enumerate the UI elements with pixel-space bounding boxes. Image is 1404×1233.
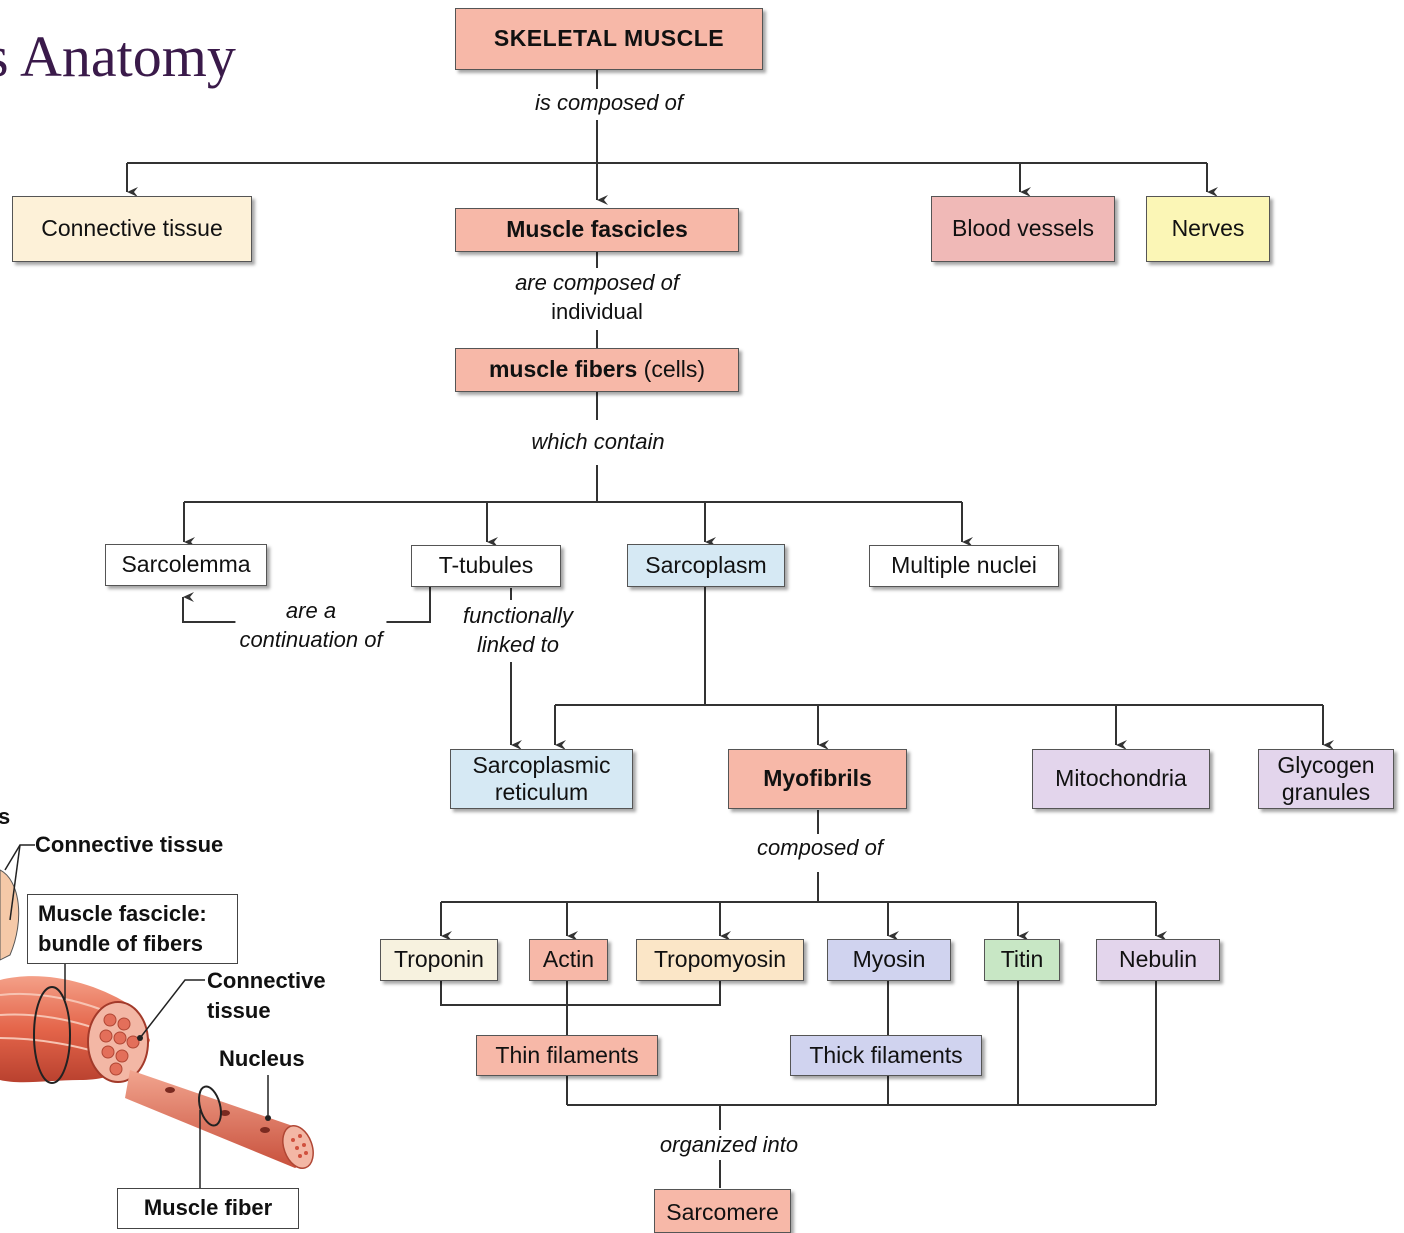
illus-edge-label: s [0, 804, 11, 829]
skeletal-muscle-box: SKELETAL MUSCLE [455, 8, 763, 70]
illus-connective-line-2: tissue [207, 997, 271, 1023]
actin-box: Actin [529, 939, 608, 981]
myosin-box: Myosin [827, 939, 951, 981]
illus-fascicle-line-2: bundle of fibers [38, 930, 203, 956]
muscle-fascicles-box: Muscle fascicles [455, 208, 739, 252]
link-composed-of: composed of [753, 834, 887, 863]
sr-line-2: reticulum [494, 779, 589, 805]
link-continuation-of: are a continuation of [235, 597, 387, 655]
glycogen-line-1: Glycogen [1277, 751, 1375, 778]
connective-tissue-box: Connective tissue [12, 196, 252, 262]
nerves-box: Nerves [1146, 196, 1270, 262]
glycogen-granules-box: Glycogen granules [1258, 749, 1394, 809]
sarcoplasmic-reticulum-box: Sarcoplasmic reticulum [450, 749, 633, 809]
link-are-composed-of-line-2: individual [551, 298, 643, 324]
link-are-a-line-1: are a [285, 598, 337, 623]
muscle-fibers-label: muscle fibers [488, 356, 638, 383]
illus-connective-tissue-label: Connective tissue [35, 832, 224, 857]
glycogen-line-2: granules [1281, 779, 1371, 805]
link-is-composed-of: is composed of [531, 89, 687, 118]
illus-muscle-fiber-label: Muscle fiber [117, 1188, 299, 1229]
link-are-composed-of-line-1: are composed of [515, 270, 679, 295]
mitochondria-box: Mitochondria [1032, 749, 1210, 809]
thick-filaments-box: Thick filaments [790, 1035, 982, 1076]
muscle-fibers-suffix: (cells) [637, 356, 706, 383]
slide-title-fragment: s [0, 28, 12, 86]
troponin-box: Troponin [380, 939, 498, 981]
sarcolemma-box: Sarcolemma [105, 544, 267, 586]
illus-connective-line-1: Connective [207, 968, 326, 993]
link-functionally-line-1: functionally [462, 603, 574, 628]
sarcoplasm-box: Sarcoplasm [627, 544, 785, 587]
sarcomere-box: Sarcomere [654, 1189, 791, 1233]
illus-connective-tissue-2-label: Connective tissue [207, 966, 326, 1026]
tropomyosin-box: Tropomyosin [636, 939, 804, 981]
illus-fascicle-line-1: Muscle fascicle: [38, 901, 207, 926]
blood-vessels-box: Blood vessels [931, 196, 1115, 262]
nebulin-box: Nebulin [1096, 939, 1220, 981]
titin-box: Titin [984, 939, 1060, 981]
link-which-contain: which contain [527, 428, 669, 457]
muscle-fiber-illustration [0, 844, 314, 1190]
link-organized-into: organized into [655, 1131, 803, 1160]
multiple-nuclei-box: Multiple nuclei [869, 545, 1059, 587]
link-functionally-line-2: linked to [477, 631, 559, 657]
link-functionally-linked: functionally linked to [458, 602, 578, 660]
link-are-a-line-2: continuation of [239, 626, 383, 652]
thin-filaments-box: Thin filaments [476, 1035, 658, 1076]
slide-title: Anatomy [20, 24, 236, 89]
myofibrils-box: Myofibrils [728, 749, 907, 809]
muscle-fibers-box: muscle fibers (cells) [455, 348, 739, 392]
sr-line-1: Sarcoplasmic [472, 751, 611, 778]
t-tubules-box: T-tubules [411, 545, 561, 587]
illus-fascicle-label: Muscle fascicle: bundle of fibers [27, 894, 238, 964]
link-are-composed-of: are composed of individual [511, 269, 683, 327]
illus-nucleus-label: Nucleus [219, 1046, 305, 1071]
